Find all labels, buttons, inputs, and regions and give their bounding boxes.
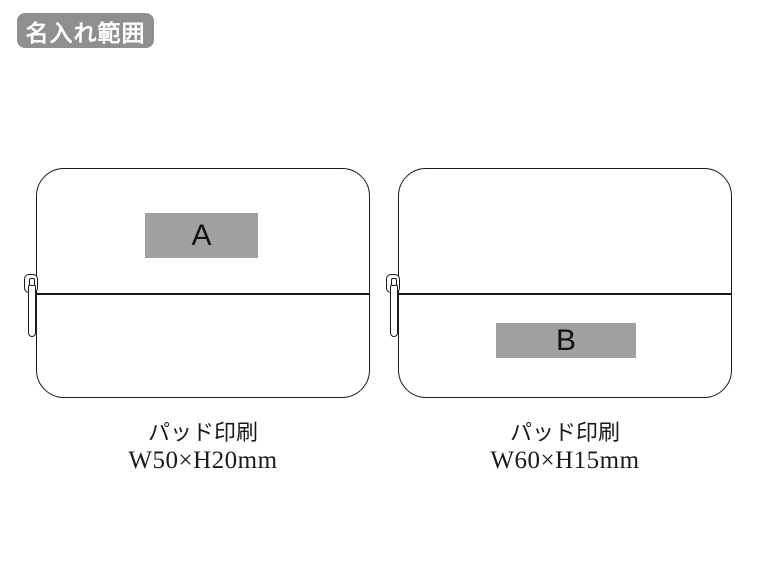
pouch-outline-left: A [24,168,370,398]
print-method-left: パッド印刷 [147,420,258,445]
pouch-outline-right: B [386,168,732,398]
print-method-right: パッド印刷 [509,420,620,445]
caption-left: パッド印刷 W50×H20mm [36,419,370,476]
zipper-slider-hole-icon [391,278,397,286]
print-size-left: W50×H20mm [128,447,278,474]
zipper-seam-line [399,293,731,295]
title-badge-label: 名入れ範囲 [25,19,146,46]
print-area-a-label: A [191,218,212,252]
print-size-right: W60×H15mm [490,447,640,474]
zipper-seam-line [37,293,369,295]
zipper-slider-hole-icon [29,278,35,286]
caption-right: パッド印刷 W60×H15mm [398,419,732,476]
print-area-a: A [145,213,258,258]
print-area-b-label: B [555,323,576,357]
zipper-pull-tab-icon [28,283,36,337]
title-badge: 名入れ範囲 [17,13,154,48]
print-area-b: B [496,323,636,358]
zipper-pull-tab-icon [390,283,398,337]
